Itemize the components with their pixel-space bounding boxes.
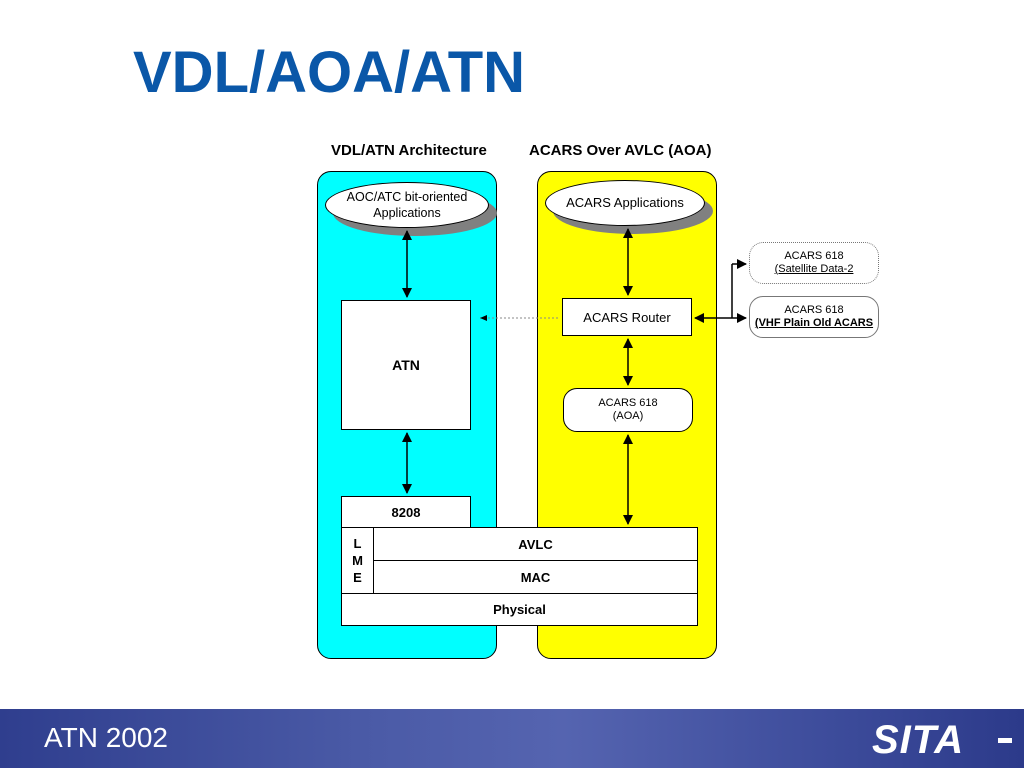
satellite-line1: ACARS 618 <box>784 250 844 262</box>
slide-title: VDL/AOA/ATN <box>133 40 526 105</box>
physical-layer: Physical <box>341 593 698 626</box>
avlc-label: AVLC <box>518 536 553 552</box>
box-8208-label: 8208 <box>391 504 421 520</box>
physical-label: Physical <box>493 602 546 617</box>
vhf-line2: (VHF Plain Old ACARS <box>754 317 874 329</box>
lme-e: E <box>353 570 362 585</box>
aoa-line1: ACARS 618 <box>598 397 658 409</box>
acars-applications-oval: ACARS Applications <box>545 180 705 226</box>
atn-label: ATN <box>392 357 420 373</box>
acars-applications-label: ACARS Applications <box>566 195 684 210</box>
lme-l: L <box>353 536 362 551</box>
box-8208: 8208 <box>341 496 471 528</box>
vhf-line1: ACARS 618 <box>784 304 844 316</box>
acars-618-satellite-box: ACARS 618 (Satellite Data-2 <box>749 242 879 284</box>
footer-bar <box>0 709 1024 768</box>
acars-618-aoa-box: ACARS 618 (AOA) <box>563 388 693 432</box>
mac-label: MAC <box>520 569 551 585</box>
atn-box: ATN <box>341 300 471 430</box>
aoc-atc-app-line1: AOC/ATC bit-oriented <box>346 190 468 204</box>
acars-618-vhf-box: ACARS 618 (VHF Plain Old ACARS <box>749 296 879 338</box>
acars-router-label: ACARS Router <box>583 309 671 325</box>
lme-m: M <box>352 553 363 568</box>
left-column-header: VDL/ATN Architecture <box>331 142 487 159</box>
satellite-line2: (Satellite Data-2 <box>774 263 854 275</box>
sita-logo: SITA <box>872 718 965 762</box>
aoc-atc-applications-oval: AOC/ATC bit-oriented Applications <box>325 182 489 228</box>
footer-label: ATN 2002 <box>44 722 168 753</box>
aoc-atc-app-line2: Applications <box>373 206 441 220</box>
avlc-layer: AVLC <box>373 527 698 561</box>
aoa-line2: (AOA) <box>612 410 644 422</box>
right-column-header: ACARS Over AVLC (AOA) <box>529 142 712 159</box>
sita-logo-mark <box>998 738 1012 743</box>
acars-router-box: ACARS Router <box>562 298 692 336</box>
